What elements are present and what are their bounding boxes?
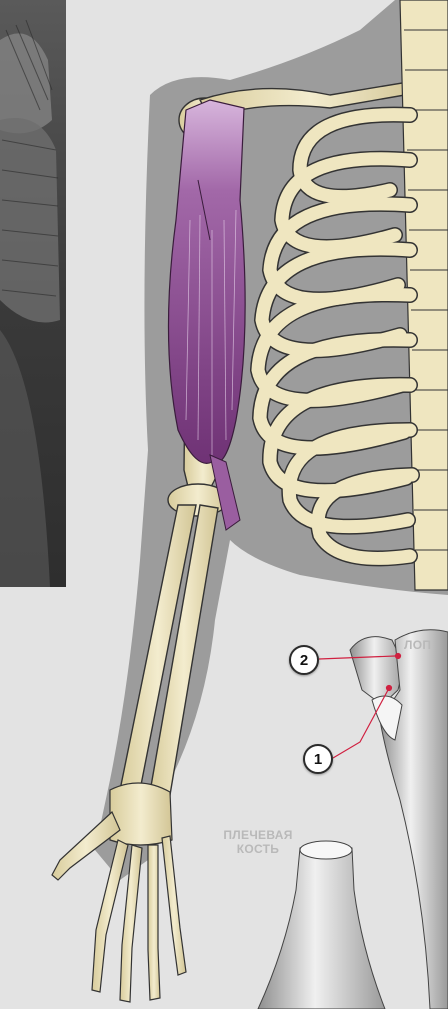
humerus-detail (258, 841, 385, 1009)
hand-bones (52, 783, 186, 1002)
humerus-label: ПЛЕЧЕВАЯ КОСТЬ (198, 828, 318, 856)
marker-1: 1 (303, 744, 333, 774)
marker-2: 2 (289, 645, 319, 675)
torso-photo-panel (0, 0, 66, 587)
humerus-label-line1: ПЛЕЧЕВАЯ (198, 828, 318, 842)
humerus-label-line2: КОСТЬ (198, 842, 318, 856)
scapula-label: ЛОП (404, 638, 431, 652)
